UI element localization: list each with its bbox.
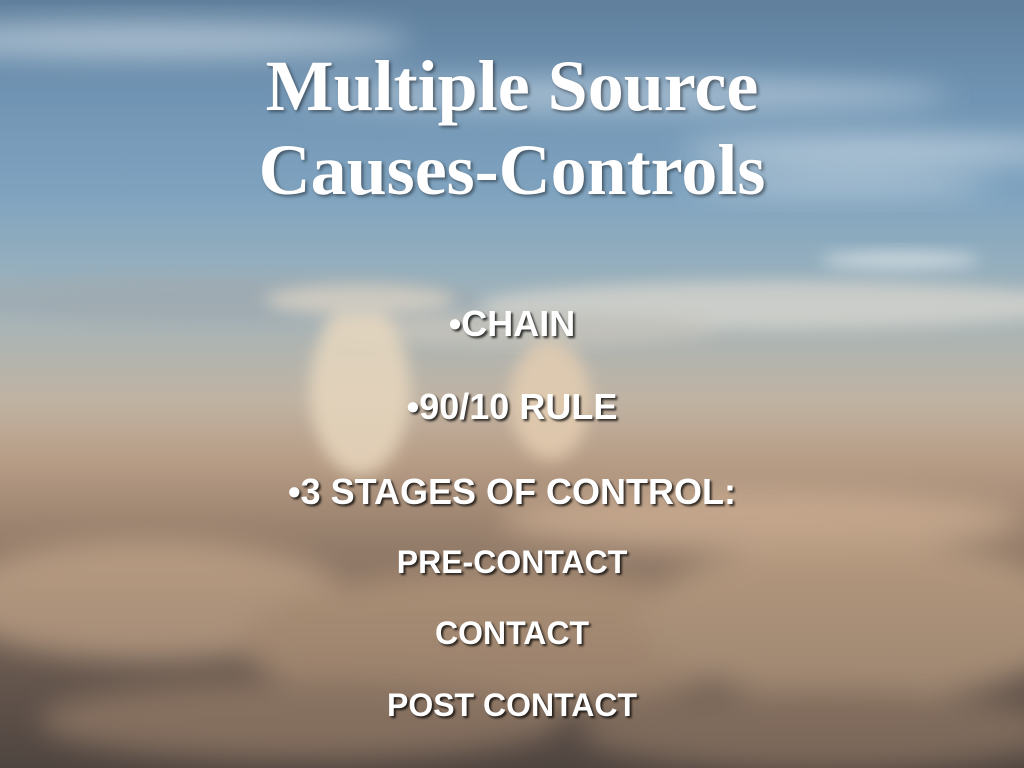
stage-contact: CONTACT xyxy=(434,615,590,651)
bullet-chain: •CHAIN xyxy=(448,303,576,344)
bullet-90-10-rule: •90/10 RULE xyxy=(406,386,618,427)
stage-post-contact: POST CONTACT xyxy=(386,687,638,723)
title-line-2: Causes-Controls xyxy=(258,130,766,210)
bullet-3-stages: •3 STAGES OF CONTROL: xyxy=(288,471,736,512)
slide-title: Multiple Source Causes-Controls xyxy=(0,44,1024,212)
title-line-1: Multiple Source xyxy=(265,46,759,126)
stage-pre-contact: PRE-CONTACT xyxy=(396,544,628,580)
